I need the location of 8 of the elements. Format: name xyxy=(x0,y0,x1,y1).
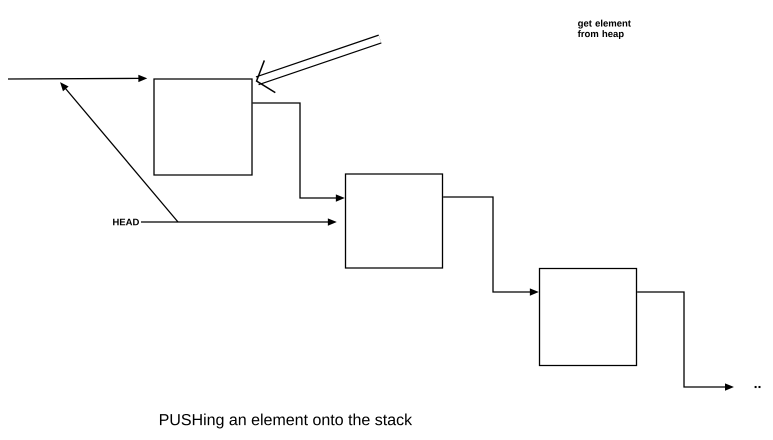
list-element-box xyxy=(153,78,253,176)
list-element-box xyxy=(344,173,444,269)
pointer-label: HEAD xyxy=(113,218,139,226)
caption: PUSHing an element onto the stack xyxy=(160,414,412,428)
note-text: get element from heap xyxy=(578,20,631,40)
double-arrow xyxy=(256,34,382,94)
list-element-box xyxy=(538,268,638,366)
ellipsis: .. xyxy=(754,386,760,388)
